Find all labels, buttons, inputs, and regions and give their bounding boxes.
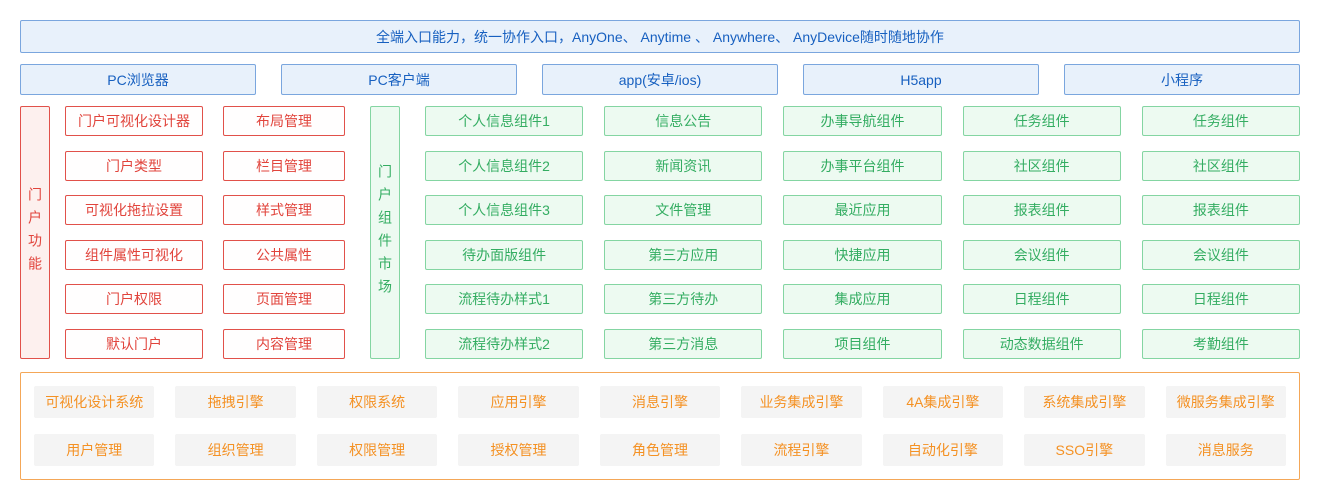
foundation-box: 组织管理 bbox=[175, 434, 296, 466]
foundation-box: 系统集成引擎 bbox=[1024, 386, 1145, 418]
component-box: 会议组件 bbox=[1141, 239, 1300, 270]
portal-function-box: 页面管理 bbox=[223, 284, 345, 315]
component-box: 办事导航组件 bbox=[783, 106, 942, 136]
foundation-box: 微服务集成引擎 bbox=[1165, 386, 1286, 418]
component-box: 待办面版组件 bbox=[425, 239, 584, 270]
portal-functions-grid: 门户可视化设计器 布局管理 门户类型 栏目管理 可视化拖拉设置 样式管理 组件属… bbox=[65, 106, 345, 359]
portal-function-box: 内容管理 bbox=[223, 328, 345, 359]
foundation-box: 权限系统 bbox=[316, 386, 438, 418]
foundation-box: 应用引擎 bbox=[458, 386, 579, 418]
foundation-box: 业务集成引擎 bbox=[741, 386, 862, 418]
component-box: 第三方应用 bbox=[604, 239, 763, 270]
component-box: 任务组件 bbox=[962, 106, 1121, 136]
component-box: 社区组件 bbox=[1141, 150, 1300, 181]
component-market-grid: 个人信息组件1 信息公告 办事导航组件 任务组件 任务组件 个人信息组件2 新闻… bbox=[425, 106, 1300, 359]
foundation-engine-panel: 可视化设计系统 拖拽引擎 权限系统 应用引擎 消息引擎 业务集成引擎 4A集成引… bbox=[20, 372, 1300, 480]
component-box: 会议组件 bbox=[962, 239, 1121, 270]
portal-function-box: 门户类型 bbox=[65, 150, 203, 181]
channel-mini-program: 小程序 bbox=[1064, 64, 1300, 95]
channel-h5app: H5app bbox=[803, 64, 1039, 95]
component-market-vertical-label: 门户组件市场 bbox=[370, 106, 400, 359]
channel-app: app(安卓/ios) bbox=[542, 64, 778, 95]
component-box: 动态数据组件 bbox=[962, 328, 1121, 359]
middle-section: 门户功能 门户可视化设计器 布局管理 门户类型 栏目管理 可视化拖拉设置 样式管… bbox=[20, 106, 1300, 359]
entry-capability-banner: 全端入口能力，统一协作入口，AnyOne、 Anytime 、 Anywhere… bbox=[20, 20, 1300, 53]
portal-function-box: 样式管理 bbox=[223, 195, 345, 226]
channel-pc-client: PC客户端 bbox=[281, 64, 517, 95]
portal-functions-vertical-label: 门户功能 bbox=[20, 106, 50, 359]
foundation-box: 流程引擎 bbox=[741, 434, 862, 466]
portal-function-box: 栏目管理 bbox=[223, 150, 345, 181]
foundation-box: 拖拽引擎 bbox=[175, 386, 296, 418]
portal-function-box: 默认门户 bbox=[65, 328, 203, 359]
portal-function-box: 布局管理 bbox=[223, 106, 345, 136]
component-box: 日程组件 bbox=[962, 284, 1121, 315]
component-box: 社区组件 bbox=[962, 150, 1121, 181]
component-box: 最近应用 bbox=[783, 195, 942, 226]
foundation-box: 角色管理 bbox=[599, 434, 721, 466]
component-box: 新闻资讯 bbox=[604, 150, 763, 181]
component-box: 考勤组件 bbox=[1141, 328, 1300, 359]
foundation-box: 授权管理 bbox=[458, 434, 579, 466]
component-box: 办事平台组件 bbox=[783, 150, 942, 181]
foundation-box: 消息引擎 bbox=[599, 386, 721, 418]
foundation-box: SSO引擎 bbox=[1024, 434, 1145, 466]
component-box: 任务组件 bbox=[1141, 106, 1300, 136]
component-box: 信息公告 bbox=[604, 106, 763, 136]
foundation-box: 4A集成引擎 bbox=[882, 386, 1004, 418]
foundation-box: 可视化设计系统 bbox=[34, 386, 155, 418]
component-box: 报表组件 bbox=[1141, 195, 1300, 226]
portal-function-box: 可视化拖拉设置 bbox=[65, 195, 203, 226]
component-box: 项目组件 bbox=[783, 328, 942, 359]
portal-function-box: 公共属性 bbox=[223, 239, 345, 270]
component-box: 文件管理 bbox=[604, 195, 763, 226]
foundation-box: 用户管理 bbox=[34, 434, 155, 466]
foundation-box: 权限管理 bbox=[316, 434, 438, 466]
component-box: 流程待办样式2 bbox=[425, 328, 584, 359]
component-box: 个人信息组件1 bbox=[425, 106, 584, 136]
component-box: 报表组件 bbox=[962, 195, 1121, 226]
component-box: 流程待办样式1 bbox=[425, 284, 584, 315]
component-box: 日程组件 bbox=[1141, 284, 1300, 315]
component-box: 个人信息组件2 bbox=[425, 150, 584, 181]
component-box: 集成应用 bbox=[783, 284, 942, 315]
channel-pc-browser: PC浏览器 bbox=[20, 64, 256, 95]
foundation-box: 自动化引擎 bbox=[882, 434, 1004, 466]
portal-function-box: 组件属性可视化 bbox=[65, 239, 203, 270]
component-box: 第三方消息 bbox=[604, 328, 763, 359]
component-box: 第三方待办 bbox=[604, 284, 763, 315]
portal-function-box: 门户权限 bbox=[65, 284, 203, 315]
channel-row: PC浏览器 PC客户端 app(安卓/ios) H5app 小程序 bbox=[20, 64, 1300, 95]
component-box: 个人信息组件3 bbox=[425, 195, 584, 226]
component-box: 快捷应用 bbox=[783, 239, 942, 270]
foundation-box: 消息服务 bbox=[1165, 434, 1286, 466]
portal-function-box: 门户可视化设计器 bbox=[65, 106, 203, 136]
